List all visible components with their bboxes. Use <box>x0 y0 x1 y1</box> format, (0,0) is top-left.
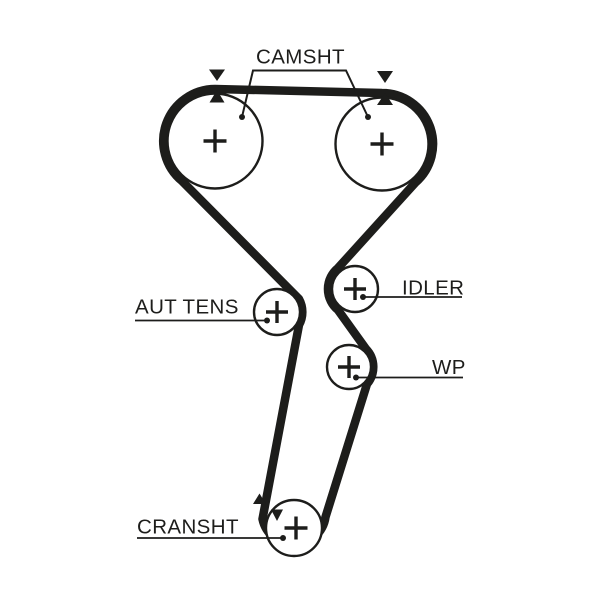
idler-pulley <box>330 264 380 314</box>
pulley-center-cross-icon <box>284 516 308 540</box>
timing-mark-down-icon <box>271 509 283 521</box>
crankshaft-label: CRANSHT <box>137 516 239 539</box>
idler-label: IDLER <box>402 277 464 300</box>
water-pump-label: WP <box>432 356 466 379</box>
idler-leader <box>360 294 462 300</box>
leader-dot <box>365 114 371 120</box>
leader-dot <box>353 374 359 381</box>
water-pump-pulley <box>325 343 373 391</box>
leader-dot <box>239 114 245 120</box>
crankshaft-leader <box>137 535 286 541</box>
pulley-center-cross-icon <box>203 129 227 153</box>
crankshaft-pulley <box>264 498 324 558</box>
leader-dot <box>280 535 286 541</box>
timing-marks-camshaft-left <box>209 69 225 103</box>
pulley-center-cross-icon <box>344 278 366 300</box>
timing-marks-crankshaft <box>253 493 283 521</box>
leader-dot <box>264 317 270 324</box>
timing-belt <box>158 84 438 549</box>
timing-mark-down-icon <box>209 69 225 81</box>
camshaft-bracket-line <box>241 69 369 118</box>
pulley-center-cross-icon <box>370 132 394 156</box>
tensioner-leader <box>135 317 270 324</box>
timing-mark-down-icon <box>377 71 393 83</box>
camshaft-pulley-left <box>166 92 264 190</box>
tensioner-label: AUT TENS <box>135 296 239 319</box>
camshaft-pulley-right <box>334 96 430 192</box>
timing-mark-up-icon <box>253 493 266 504</box>
timing-mark-up-icon <box>209 90 225 103</box>
pulley-center-cross-icon <box>266 301 288 323</box>
camshaft-label: CAMSHT <box>256 46 345 69</box>
timing-marks-camshaft-right <box>377 71 393 105</box>
camshaft-label-bracket <box>239 69 371 120</box>
water-pump-leader <box>353 374 463 381</box>
leader-dot <box>360 294 366 300</box>
pulley-center-cross-icon <box>338 356 360 378</box>
timing-mark-up-icon <box>377 93 393 105</box>
tensioner-pulley <box>252 287 302 337</box>
